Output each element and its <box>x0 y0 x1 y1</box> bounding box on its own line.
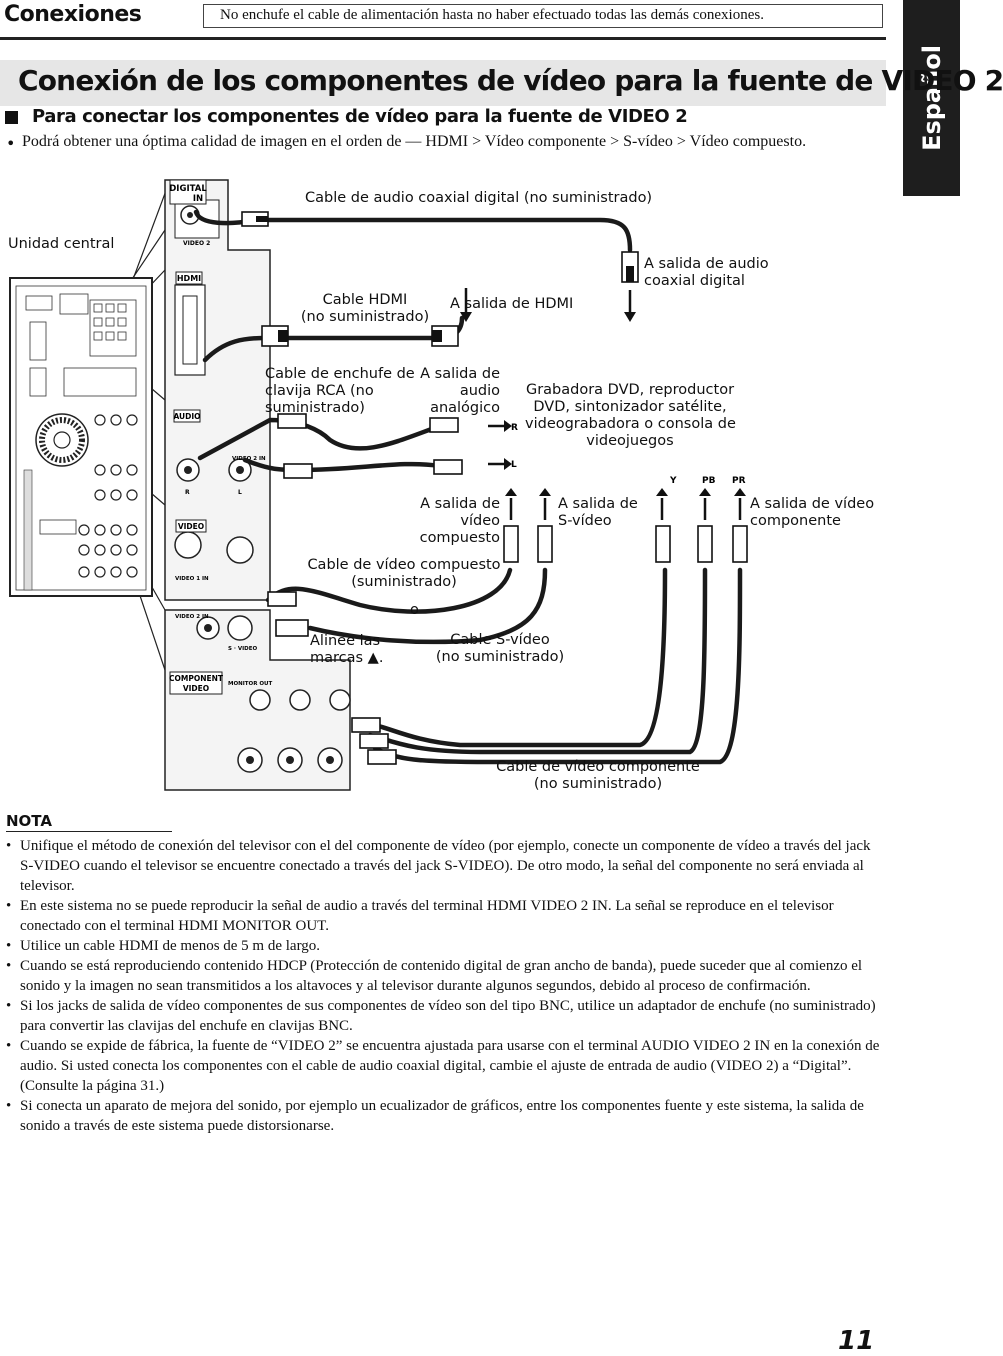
unit-label: Unidad central <box>8 236 115 252</box>
device-label-l: L <box>511 460 517 470</box>
label-video1-in: VIDEO 1 IN <box>175 576 209 582</box>
svideo-cable <box>307 567 548 645</box>
label-audio: AUDIO <box>173 412 200 421</box>
label-video: VIDEO <box>178 522 204 531</box>
composite-cable-label: Cable de vídeo compuesto(suministrado) <box>307 557 501 590</box>
label-digital: DIGITAL <box>169 184 207 194</box>
or-label: o <box>410 602 419 618</box>
component-cable-y <box>357 567 668 748</box>
title-band <box>0 60 886 106</box>
nota-heading: NOTA <box>6 812 52 830</box>
label-in: IN <box>193 194 203 204</box>
component-cable-pb <box>367 567 708 755</box>
hdmi-out-label: A salida de HDMI <box>450 296 574 312</box>
device-label-pb: PB <box>702 476 716 486</box>
subtitle: Para conectar los componentes de vídeo p… <box>32 106 688 127</box>
label-l: L <box>238 489 242 496</box>
nota-item: Unifique el método de conexión del telev… <box>6 836 886 896</box>
hdmi-cable-label: Cable HDMI(no suministrado) <box>300 292 430 325</box>
component-cable-label: Cable de vídeo componente(no suministrad… <box>496 759 700 792</box>
connection-diagram: DIGITAL IN VIDEO 2 HDMI AUDIO VIDEO 2 IN… <box>9 179 748 791</box>
label-r: R <box>185 489 190 496</box>
section-title: Conexiones <box>4 2 142 27</box>
nota-rule <box>6 831 172 832</box>
label-svideo: S · VIDEO <box>228 646 258 652</box>
intro-text: Podrá obtener una óptima calidad de imag… <box>22 133 807 150</box>
nota-item: Utilice un cable HDMI de menos de 5 m de… <box>6 936 886 956</box>
square-bullet-icon <box>5 111 18 124</box>
nota-item: Si los jacks de salida de vídeo componen… <box>6 996 886 1036</box>
rca-cable-l <box>242 457 443 473</box>
page-title: Conexión de los componentes de vídeo par… <box>18 64 1003 97</box>
nota-item: Si conecta un aparato de mejora del soni… <box>6 1096 886 1136</box>
label-video2-in-b: VIDEO 2 IN <box>175 614 209 620</box>
language-tab <box>903 0 960 196</box>
device-label-r: R <box>511 423 518 433</box>
nota-item: En este sistema no se puede reproducir l… <box>6 896 886 936</box>
bullet-icon: • <box>6 134 16 153</box>
component-cable-pr <box>372 567 743 765</box>
receiver-rear-panel <box>9 277 153 597</box>
page-number: 11 <box>838 1326 875 1356</box>
label-component: COMPONENT <box>169 674 224 683</box>
nota-list: Unifique el método de conexión del telev… <box>6 836 886 1136</box>
label-video2-in: VIDEO 2 IN <box>232 456 266 462</box>
coax-cable-label: Cable de audio coaxial digital (no sumin… <box>305 190 653 206</box>
device-label-pr: PR <box>732 476 746 486</box>
label-hdmi: HDMI <box>177 274 201 283</box>
header-rule <box>0 37 886 40</box>
device-label-y: Y <box>669 476 677 486</box>
svideo-cable-label: Cable S-vídeo(no suministrado) <box>435 632 565 665</box>
composite-cable <box>265 567 513 614</box>
label-video2: VIDEO 2 <box>183 240 210 247</box>
label-component-video: VIDEO <box>183 684 209 693</box>
nota-item: Cuando se está reproduciendo contenido H… <box>6 956 886 996</box>
header-notice: No enchufe el cable de alimentación hast… <box>203 4 883 28</box>
label-monitor-out: MONITOR OUT <box>228 681 273 687</box>
jack-panel-magnified: DIGITAL IN VIDEO 2 HDMI AUDIO VIDEO 2 IN… <box>164 179 351 791</box>
nota-item: Cuando se expide de fábrica, la fuente d… <box>6 1036 886 1096</box>
